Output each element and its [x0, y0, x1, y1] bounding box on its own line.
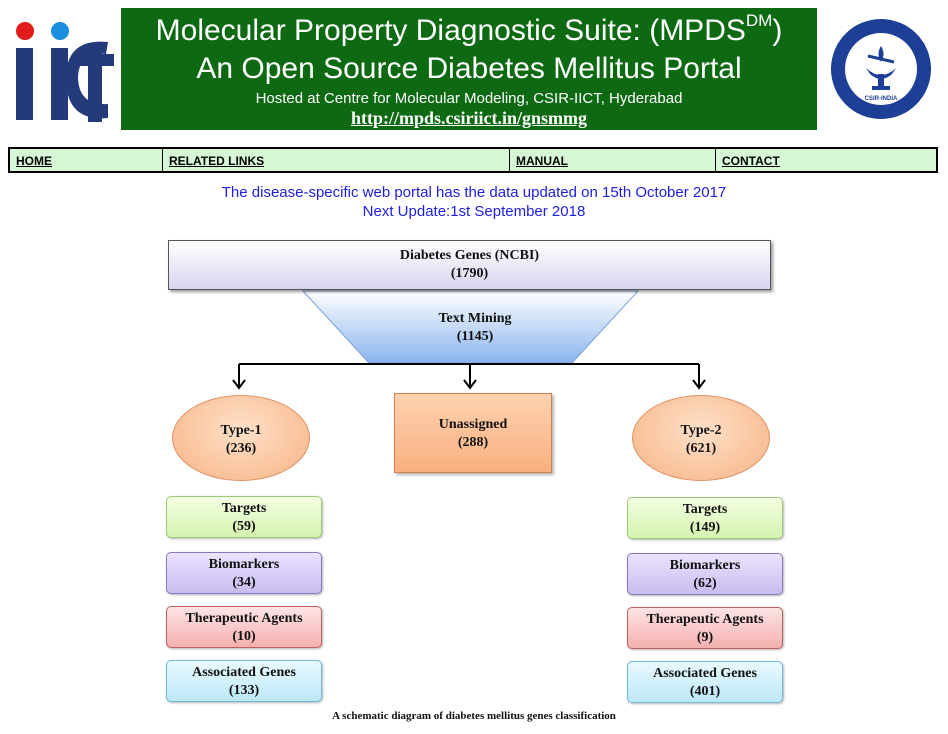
nav-contact-link[interactable]: CONTACT	[722, 154, 780, 168]
text-mining-count: (1145)	[456, 329, 494, 344]
type2-biomarkers-box: Biomarkers (62)	[627, 553, 783, 595]
type2-therapeutic-agents-label: Therapeutic Agents	[646, 612, 764, 627]
unassigned-label: Unassigned	[438, 417, 508, 432]
type1-biomarkers-count: (34)	[232, 575, 256, 590]
csir-logo: CSIR-INDIA	[828, 16, 934, 122]
type2-associated-genes-label: Associated Genes	[653, 666, 757, 681]
type1-associated-genes-label: Associated Genes	[192, 665, 296, 680]
type2-therapeutic-agents-box: Therapeutic Agents (9)	[627, 607, 783, 649]
type2-associated-genes-count: (401)	[689, 684, 721, 699]
type2-biomarkers-count: (62)	[693, 576, 717, 591]
type2-therapeutic-agents-count: (9)	[696, 630, 714, 645]
text-mining-node: Text Mining (1145)	[380, 310, 570, 346]
update-notice: The disease-specific web portal has the …	[221, 184, 727, 201]
arrow-down-icon	[232, 379, 246, 390]
type2-associated-genes-box: Associated Genes (401)	[627, 661, 783, 703]
type2-targets-label: Targets	[682, 502, 728, 517]
type2-label: Type-2	[680, 423, 722, 438]
type1-targets-label: Targets	[221, 501, 267, 516]
diagram-caption: A schematic diagram of diabetes mellitus…	[332, 710, 616, 722]
type1-therapeutic-agents-label: Therapeutic Agents	[185, 611, 303, 626]
iict-logo	[8, 14, 118, 124]
nav-manual-link[interactable]: MANUAL	[510, 149, 716, 171]
text-mining-label: Text Mining	[438, 311, 512, 326]
ncbi-count: (1790)	[450, 266, 489, 281]
type1-associated-genes-count: (133)	[228, 683, 260, 698]
next-update-notice: Next Update:1st September 2018	[362, 203, 586, 220]
type2-targets-box: Targets (149)	[627, 497, 783, 539]
type1-label: Type-1	[220, 423, 262, 438]
type1-targets-count: (59)	[232, 519, 256, 534]
type1-biomarkers-box: Biomarkers (34)	[166, 552, 322, 594]
arrow-down-icon	[463, 379, 477, 390]
unassigned-node: Unassigned (288)	[394, 393, 552, 473]
ncbi-genes-box: Diabetes Genes (NCBI) (1790)	[168, 240, 771, 290]
iict-logo-graphic	[16, 22, 114, 122]
page-subtitle: An Open Source Diabetes Mellitus Portal	[196, 52, 742, 85]
hosted-at-text: Hosted at Centre for Molecular Modeling,…	[255, 90, 683, 107]
arrow-down-icon	[692, 379, 706, 390]
svg-text:CSIR-INDIA: CSIR-INDIA	[865, 96, 898, 102]
type1-therapeutic-agents-count: (10)	[232, 629, 256, 644]
title-superscript: DM	[745, 11, 773, 30]
type1-node: Type-1 (236)	[172, 395, 310, 481]
header-banner: Molecular Property Diagnostic Suite: (MP…	[121, 8, 817, 130]
ncbi-label: Diabetes Genes (NCBI)	[399, 248, 540, 263]
type1-count: (236)	[225, 441, 257, 456]
csir-emblem-icon: CSIR-INDIA	[831, 19, 931, 119]
unassigned-count: (288)	[457, 435, 489, 450]
main-nav: HOME RELATED LINKS MANUAL CONTACT	[8, 147, 938, 173]
type1-biomarkers-label: Biomarkers	[208, 557, 280, 572]
type2-count: (621)	[685, 441, 717, 456]
page-title: Molecular Property Diagnostic Suite: (MP…	[155, 11, 783, 48]
portal-url-link[interactable]: http://mpds.csiriict.in/gnsmmg	[350, 108, 587, 128]
type1-associated-genes-box: Associated Genes (133)	[166, 660, 322, 702]
type2-biomarkers-label: Biomarkers	[669, 558, 741, 573]
type1-targets-box: Targets (59)	[166, 496, 322, 538]
nav-home-link[interactable]: HOME	[10, 149, 163, 171]
type2-node: Type-2 (621)	[632, 395, 770, 481]
type2-targets-count: (149)	[689, 520, 721, 535]
type1-therapeutic-agents-box: Therapeutic Agents (10)	[166, 606, 322, 648]
nav-related-links-link[interactable]: RELATED LINKS	[163, 149, 510, 171]
